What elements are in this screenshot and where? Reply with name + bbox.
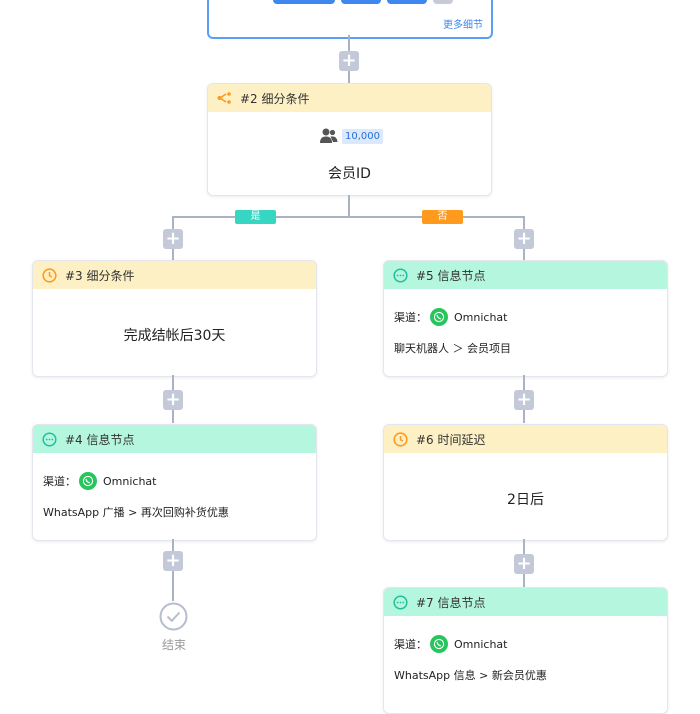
message-icon xyxy=(393,594,408,610)
node2-condition: 会员ID xyxy=(328,166,371,182)
node3-condition: 完成结帐后30天 xyxy=(123,328,226,344)
add-node-button[interactable]: + xyxy=(163,229,183,249)
node1-tag-3 xyxy=(387,0,427,4)
node7-header: #7 信息节点 xyxy=(384,588,667,616)
node1-card[interactable]: 更多细节 xyxy=(207,0,493,39)
node4-channel-row: 渠道： Omnichat xyxy=(43,472,156,490)
channel-name: Omnichat xyxy=(454,310,508,324)
end-check-icon xyxy=(159,602,188,635)
node5-card[interactable]: #5 信息节点 渠道： Omnichat 聊天机器人 ＞ 会员项目 xyxy=(383,260,668,377)
node6-title: #6 时间延迟 xyxy=(416,432,486,447)
node6-card[interactable]: #6 时间延迟 2日后 xyxy=(383,424,668,541)
node3-title: #3 细分条件 xyxy=(65,268,135,283)
node7-title: #7 信息节点 xyxy=(416,595,486,610)
clock-icon xyxy=(42,267,57,283)
message-icon xyxy=(42,431,57,447)
whatsapp-icon xyxy=(79,472,97,490)
node3-header: #3 细分条件 xyxy=(33,261,316,289)
node5-header: #5 信息节点 xyxy=(384,261,667,289)
no-branch-badge: 否 xyxy=(422,210,463,224)
whatsapp-icon xyxy=(430,635,448,653)
channel-label: 渠道： xyxy=(394,638,427,651)
channel-label: 渠道： xyxy=(394,311,427,324)
node2-header: #2 细分条件 xyxy=(208,84,491,112)
node1-tag-2 xyxy=(341,0,381,4)
add-node-button[interactable]: + xyxy=(514,229,534,249)
more-details-link[interactable]: 更多细节 xyxy=(443,20,483,31)
member-count-badge: 10,000 xyxy=(342,129,383,144)
node4-card[interactable]: #4 信息节点 渠道： Omnichat WhatsApp 广播 > 再次回购补… xyxy=(32,424,317,541)
node7-card[interactable]: #7 信息节点 渠道： Omnichat WhatsApp 信息 > 新会员优惠 xyxy=(383,587,668,714)
node5-channel-row: 渠道： Omnichat xyxy=(394,308,507,326)
node7-channel-row: 渠道： Omnichat xyxy=(394,635,507,653)
node5-title: #5 信息节点 xyxy=(416,268,486,283)
split-icon xyxy=(217,91,232,106)
channel-name: Omnichat xyxy=(103,474,157,488)
node6-delay: 2日后 xyxy=(507,492,544,508)
node4-title: #4 信息节点 xyxy=(65,432,135,447)
node2-card[interactable]: #2 细分条件 10,000 会员ID xyxy=(207,83,492,196)
node1-tag-4 xyxy=(433,0,453,4)
node1-tag-1 xyxy=(273,0,335,4)
clock-icon xyxy=(393,431,408,447)
whatsapp-icon xyxy=(430,308,448,326)
node4-detail: WhatsApp 广播 > 再次回购补货优惠 xyxy=(43,506,229,519)
channel-name: Omnichat xyxy=(454,637,508,651)
node5-detail: 聊天机器人 ＞ 会员项目 xyxy=(394,342,511,355)
add-node-button[interactable]: + xyxy=(514,554,534,574)
add-node-button[interactable]: + xyxy=(514,390,534,410)
node2-title: #2 细分条件 xyxy=(240,91,310,106)
add-node-button[interactable]: + xyxy=(163,390,183,410)
add-node-button[interactable]: + xyxy=(339,51,359,71)
node6-header: #6 时间延迟 xyxy=(384,425,667,453)
node4-header: #4 信息节点 xyxy=(33,425,316,453)
add-node-button[interactable]: + xyxy=(163,551,183,571)
yes-branch-badge: 是 xyxy=(235,210,276,224)
end-label: 结束 xyxy=(161,638,186,652)
branch-line xyxy=(172,216,525,218)
channel-label: 渠道： xyxy=(43,475,76,488)
node7-detail: WhatsApp 信息 > 新会员优惠 xyxy=(394,669,547,682)
node3-card[interactable]: #3 细分条件 完成结帐后30天 xyxy=(32,260,317,377)
message-icon xyxy=(393,267,408,283)
members-icon xyxy=(320,128,338,148)
connector xyxy=(348,195,350,217)
